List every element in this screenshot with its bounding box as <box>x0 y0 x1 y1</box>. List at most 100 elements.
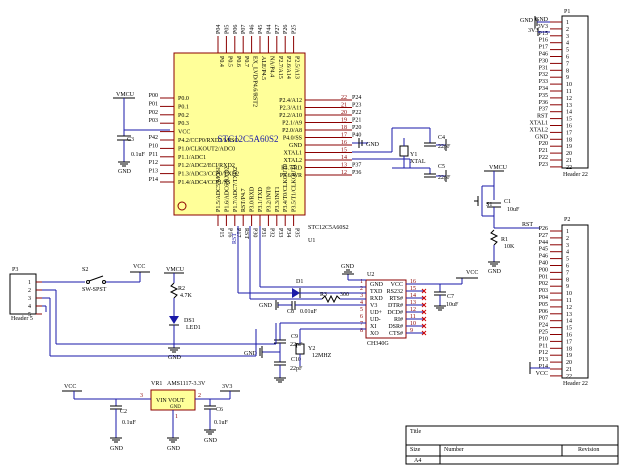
mcu-top-label-1: P0.5 <box>226 56 232 67</box>
ch340-part: CH340G <box>367 341 389 347</box>
p2-rows-num-8: 9 <box>566 284 569 290</box>
c7-ref: C7 <box>447 294 454 300</box>
p1-rows-net-4: P17 <box>539 45 548 51</box>
mcu-top-net-2: P06 <box>233 25 239 34</box>
ch340-left-label-5: UD- <box>370 317 381 323</box>
ch340-right-num-1: 15 <box>410 286 416 292</box>
d1-ref: D1 <box>296 279 303 285</box>
s2-value: SW-SPST <box>82 287 107 293</box>
gnd-c2: GND <box>110 446 124 452</box>
rst-label-mcu: RST <box>232 233 238 244</box>
nc-mark-b-0 <box>421 288 427 294</box>
mcu-top-net-5: P45 <box>258 25 264 34</box>
mcu-top-label-9: P2.5/A13 <box>294 56 300 79</box>
c2-ref: C2 <box>120 409 127 415</box>
c6-value: 0.1uF <box>214 420 229 426</box>
mcu-right-num-8: 14 <box>341 155 347 161</box>
p2-rows-num-2: 3 <box>566 243 569 249</box>
gnd-y2: GND <box>244 351 258 357</box>
mcu-left-label-0: P0.0 <box>178 96 189 102</box>
nc-mark-b-5 <box>421 323 427 329</box>
title-block: Title Size A4 Number Revision <box>405 425 619 465</box>
c1-value: 10uF <box>507 207 520 213</box>
vr-value: AMS1117-3.3V <box>167 381 206 387</box>
mcu-top-net-3: P07 <box>241 25 247 34</box>
mcu-left-net-10: P14 <box>149 177 158 183</box>
mcu-bottom-net-0: P15 <box>218 228 224 237</box>
p2-rows-num-3: 4 <box>566 250 569 256</box>
p1-rows-net-8: P32 <box>539 72 548 78</box>
p1-rows-num-17: 18 <box>566 137 572 143</box>
c5-value: 22pF <box>438 175 451 181</box>
mcu-right-net-5: P40 <box>352 133 361 139</box>
mcu-right-num-0: 22 <box>341 95 347 101</box>
ch340-body <box>365 279 407 339</box>
r3-ref: R3 <box>320 292 327 298</box>
mcu-right-num-1: 21 <box>341 103 347 109</box>
p1-rows-num-5: 6 <box>566 55 569 61</box>
p1-rows-num-6: 7 <box>566 61 569 67</box>
p1-rows-net-17: GND <box>535 134 549 140</box>
d1-body <box>292 288 300 298</box>
mcu-bottom-label-5: P3.1/TXD <box>258 186 264 212</box>
c3-value: 0.1uF <box>131 152 146 158</box>
p2-rows-num-14: 15 <box>566 326 572 332</box>
gnd-label-reset: GND <box>488 269 502 275</box>
p2-rows-net-14: P24 <box>539 323 548 329</box>
mcu-top-net-0: P04 <box>216 25 222 34</box>
p2-rows-net-20: P14 <box>539 364 548 370</box>
p1-rows-num-4: 5 <box>566 48 569 54</box>
nc-mark-b-4 <box>421 316 427 322</box>
mcu-bottom-net-8: P34 <box>285 228 291 237</box>
c8-ref: C8 <box>287 309 294 315</box>
p2-rows-num-18: 19 <box>566 353 572 359</box>
uart-wires: RST <box>232 226 366 299</box>
ch340-left-num-1: 2 <box>360 286 363 292</box>
mcu-left-label-5: P4.2/CCP0/RXD2/MISO <box>178 138 240 144</box>
s1-ref: S1 <box>486 202 492 208</box>
mcu-right-label-4: P2.0/A8 <box>282 128 302 134</box>
p2-rows-net-21: VCC <box>536 371 548 377</box>
ch340-right-label-2: RTS# <box>389 296 403 302</box>
ch340-right-label-3: DTR# <box>388 303 403 309</box>
mcu-right-net-2: P22 <box>352 110 361 116</box>
regulator-vr1: VR1 AMS1117-3.3V VIN VOUT GND 3 2 1 VCC … <box>62 381 240 452</box>
ds1-ref: DS1 <box>184 318 195 324</box>
mcu-right-net-9: P37 <box>352 163 361 169</box>
mcu-right-label-5: P4.0/SS <box>283 136 302 142</box>
p1-rows-net-0: GND <box>535 17 549 23</box>
p2-rows-net-1: P27 <box>539 233 548 239</box>
mcu-top-net-7: P27 <box>275 25 281 34</box>
p1-rows-net-10: P34 <box>539 86 548 92</box>
nc-mark-b-1 <box>421 295 427 301</box>
p2-rows-net-6: P00 <box>539 267 548 273</box>
p1-rows-num-21: 22 <box>566 165 572 171</box>
tb-size: Size <box>410 447 421 453</box>
vr-pin-out: 2 <box>198 393 201 399</box>
p1-rows-net-7: P31 <box>539 65 548 71</box>
tb-size-val: A4 <box>414 458 421 464</box>
mcu-right-label-2: P2.2/A10 <box>279 113 302 119</box>
p3-body <box>9 273 37 315</box>
gnd-c6: GND <box>204 438 218 444</box>
no-connect-marks <box>421 288 427 336</box>
p2-rows-num-20: 21 <box>566 367 572 373</box>
mcu-bottom-label-1: P1.6/ADC6/RXD2 <box>224 166 230 212</box>
c10-value: 22pF <box>290 366 303 372</box>
ch340-left-num-2: 3 <box>360 293 363 299</box>
mcu-top-net-4: P46 <box>250 25 256 34</box>
mcu-title: STC12C5A60S2 <box>217 134 278 144</box>
p1-rows-net-21: P23 <box>539 162 548 168</box>
ch340-left-label-3: V3 <box>370 303 377 309</box>
mcu-top-label-5: ALE/P4.5 <box>260 56 266 80</box>
nc-mark-b-3 <box>421 309 427 315</box>
p1-gnd: GND <box>520 18 534 24</box>
mcu-bottom-label-6: P3.2/INT0 <box>266 187 272 213</box>
pin1-marker <box>177 201 187 211</box>
mcu-right-num-5: 17 <box>341 133 347 139</box>
p2-rows-num-4: 5 <box>566 257 569 263</box>
r2-value: 4.7K <box>180 293 193 299</box>
p2-rows-net-13: P07 <box>539 316 548 322</box>
p1-rows-num-1: 2 <box>566 27 569 33</box>
mcu-right-net-4: P20 <box>352 125 361 131</box>
